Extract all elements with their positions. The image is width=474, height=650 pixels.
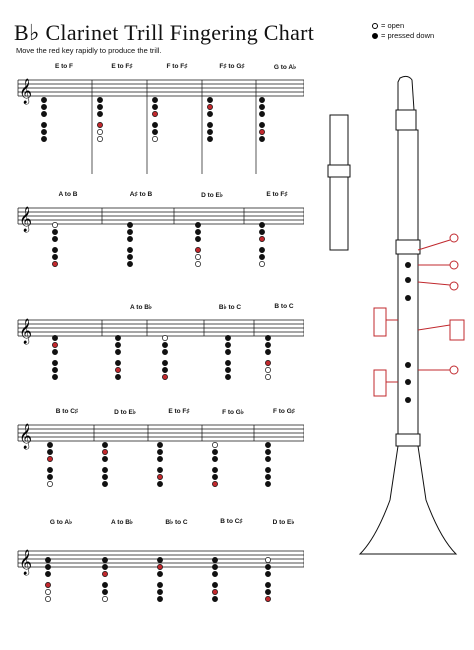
trill-label: A to B♭	[130, 304, 152, 311]
svg-text:𝄞: 𝄞	[19, 78, 32, 104]
section-5: G to A♭ A to B♭ B♭ to C B to C♯ D to E♭ …	[14, 515, 304, 635]
trill-label: B♭ to C	[165, 519, 188, 526]
section-4: B to C♯ D to E♭ E to F♯ F to G♭ F to G♯ …	[14, 405, 304, 510]
trill-label: E to F♯	[168, 408, 190, 415]
trill-label: A♯ to B	[129, 191, 153, 198]
staff: 𝄞	[17, 206, 304, 232]
trill-label: B to C♯	[220, 518, 243, 525]
section-2: A to B A♯ to B D to E♭ E to F♯ 𝄞	[14, 188, 304, 288]
staff: 𝄞	[17, 318, 304, 344]
legend: = open = pressed down	[372, 21, 434, 41]
staff: 𝄞	[17, 549, 304, 575]
open-circle-icon	[372, 23, 378, 29]
chart-instructions: Move the red key rapidly to produce the …	[16, 46, 162, 55]
svg-text:𝄞: 𝄞	[19, 423, 32, 449]
trill-label: F♯ to G♯	[219, 63, 245, 70]
trill-label: F to G♭	[222, 409, 244, 416]
chart-title: B♭ Clarinet Trill Fingering Chart	[14, 20, 315, 45]
staff: 𝄞	[17, 78, 304, 174]
trill-label: B to C	[274, 303, 294, 310]
trill-label: D to E♭	[114, 409, 136, 416]
trill-label: G to A♭	[273, 64, 297, 71]
trill-label: A to B	[58, 191, 78, 198]
trill-label: B to C♯	[55, 408, 79, 415]
trill-label: E to F♯	[266, 191, 288, 198]
trill-label: A to B♭	[111, 519, 133, 526]
svg-text:𝄞: 𝄞	[19, 206, 32, 232]
svg-text:𝄞: 𝄞	[19, 549, 32, 575]
section-3: A to B♭ B♭ to C B to C 𝄞	[14, 300, 304, 400]
trill-label: D to E♭	[272, 519, 295, 526]
trill-label: F to G♯	[272, 408, 296, 415]
legend-open-label: = open	[381, 21, 405, 30]
trill-label: G to A♭	[49, 519, 73, 526]
legend-pressed: = pressed down	[372, 31, 434, 41]
section-1: E to F E to F♯ F to F♯ F♯ to G♯ G to A♭ …	[14, 60, 304, 180]
staff: 𝄞	[17, 423, 304, 449]
legend-open: = open	[372, 21, 434, 31]
svg-text:𝄞: 𝄞	[19, 318, 32, 344]
clarinet-illustration	[327, 75, 465, 555]
legend-pressed-label: = pressed down	[381, 31, 435, 40]
trill-label: E to F	[54, 63, 74, 70]
trill-label: B♭ to C	[218, 304, 242, 311]
trill-label: D to E♭	[201, 192, 223, 199]
trill-label: E to F♯	[111, 63, 133, 70]
trill-label: F to F♯	[166, 63, 188, 70]
filled-circle-icon	[372, 33, 378, 39]
